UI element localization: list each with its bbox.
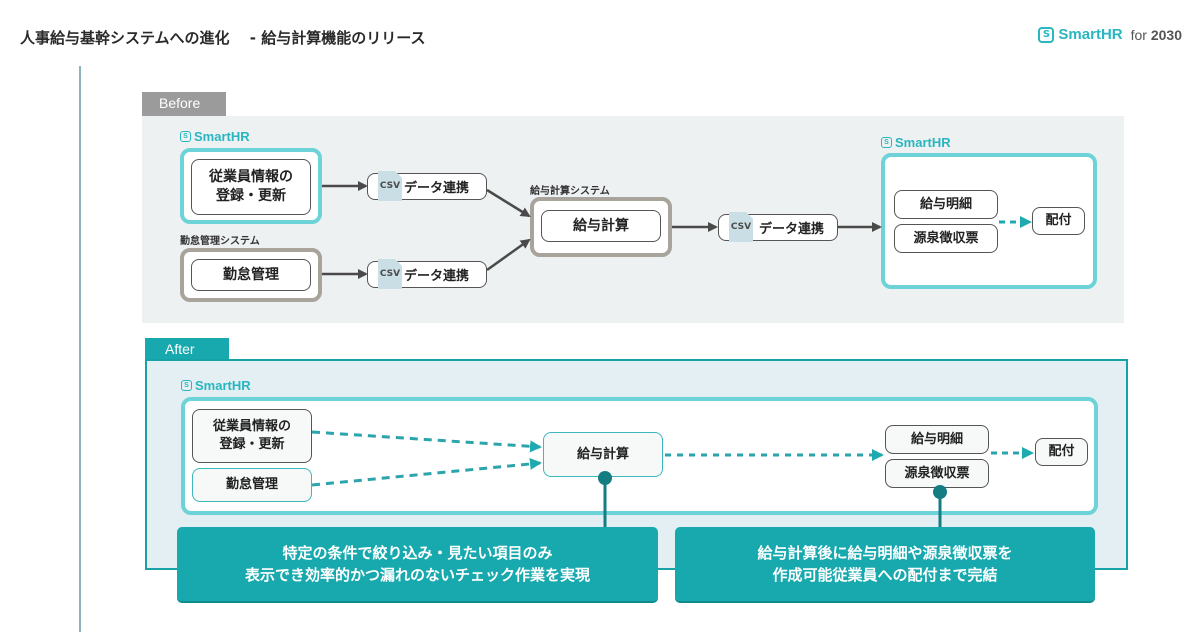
employee-node-line2: 登録・更新 bbox=[216, 188, 286, 204]
payroll-system-label: 給与計算システム bbox=[530, 186, 610, 197]
before-distribution-node: 配付 bbox=[1032, 207, 1085, 235]
after-payroll-node: 給与計算 bbox=[543, 432, 663, 477]
after-withholding-node: 源泉徴収票 bbox=[885, 459, 989, 488]
after-employee-node: 従業員情報の 登録・更新 bbox=[192, 409, 312, 463]
csv-link-label: データ連携 bbox=[404, 181, 470, 196]
after-attendance-node: 勤怠管理 bbox=[192, 468, 312, 502]
page-title: 人事給与基幹システムへの進化 - 給与計算機能のリリース bbox=[20, 29, 426, 47]
smarthr-logo-icon: S bbox=[1038, 26, 1055, 43]
csv-file-icon: CSV bbox=[729, 212, 753, 242]
smarthr-name: SmartHR bbox=[194, 129, 250, 144]
callout-line2: 表示でき効率的かつ漏れのないチェック作業を実現 bbox=[244, 566, 590, 584]
callout-distribution: 給与計算後に給与明細や源泉徴収票を 作成可能従業員への配付まで完結 bbox=[675, 527, 1095, 603]
brand-suffix-prefix: for bbox=[1130, 26, 1147, 43]
csv-file-icon: CSV bbox=[378, 259, 402, 289]
brand-name: SmartHR bbox=[1058, 26, 1123, 43]
brand-suffix: for 2030 bbox=[1131, 27, 1182, 43]
brand-suffix-year: 2030 bbox=[1150, 26, 1182, 43]
smarthr-logo-icon: S bbox=[881, 137, 892, 148]
before-payroll-frame: 給与計算 bbox=[530, 197, 672, 257]
csv-link-label: データ連携 bbox=[759, 222, 825, 237]
callout-line1: 特定の条件で絞り込み・見たい項目のみ bbox=[282, 543, 553, 562]
smarthr-logo-icon: S bbox=[180, 131, 191, 142]
csv-file-icon: CSV bbox=[378, 171, 402, 201]
after-payslip-node: 給与明細 bbox=[885, 425, 989, 454]
before-smarthr-label-right: S SmartHR bbox=[881, 135, 951, 150]
before-attendance-node: 勤怠管理 bbox=[191, 259, 311, 291]
after-smarthr-label: S SmartHR bbox=[181, 378, 251, 393]
csv-link-3: CSV データ連携 bbox=[718, 212, 838, 242]
after-distribution-node: 配付 bbox=[1035, 438, 1088, 466]
before-employee-node: 従業員情報の 登録・更新 bbox=[191, 159, 311, 215]
csv-link-label: データ連携 bbox=[404, 269, 470, 284]
smarthr-name: SmartHR bbox=[195, 378, 251, 393]
smarthr-name: SmartHR bbox=[895, 135, 951, 150]
after-tab: After bbox=[145, 338, 229, 362]
callout-line2: 作成可能従業員への配付まで完結 bbox=[772, 566, 998, 584]
side-divider bbox=[79, 66, 81, 632]
attendance-system-label: 勤怠管理システム bbox=[180, 236, 260, 247]
brand-header: S SmartHR for 2030 bbox=[1038, 26, 1182, 43]
callout-payroll-check: 特定の条件で絞り込み・見たい項目のみ 表示でき効率的かつ漏れのないチェック作業を… bbox=[177, 527, 658, 603]
before-tab: Before bbox=[142, 92, 226, 116]
callout-line1: 給与計算後に給与明細や源泉徴収票を bbox=[757, 543, 1013, 562]
csv-link-2: CSV データ連携 bbox=[367, 259, 487, 289]
before-payroll-node: 給与計算 bbox=[541, 210, 661, 242]
before-withholding-node: 源泉徴収票 bbox=[894, 224, 998, 253]
employee-node-line2: 登録・更新 bbox=[219, 437, 285, 452]
employee-node-line1: 従業員情報の bbox=[209, 169, 293, 186]
before-smarthr-label-left: S SmartHR bbox=[180, 129, 250, 144]
csv-link-1: CSV データ連携 bbox=[367, 171, 487, 201]
smarthr-logo-icon: S bbox=[181, 380, 192, 391]
before-payslip-node: 給与明細 bbox=[894, 190, 998, 219]
before-employee-frame: 従業員情報の 登録・更新 bbox=[180, 148, 322, 224]
before-attendance-frame: 勤怠管理 bbox=[180, 248, 322, 302]
employee-node-line1: 従業員情報の bbox=[212, 419, 291, 435]
